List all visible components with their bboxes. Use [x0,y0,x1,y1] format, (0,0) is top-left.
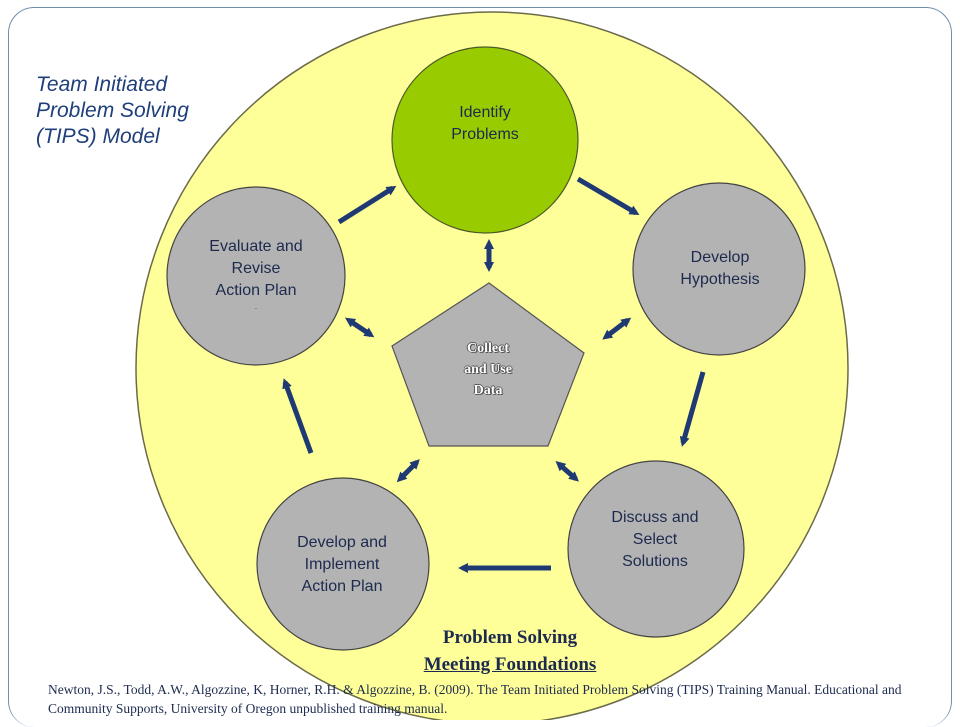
implement-line2: Implement [304,556,380,573]
implement-action-plan-node [256,477,430,651]
foundation-line1: Problem Solving [442,627,578,648]
arrow-evaluate-to-identify [337,185,397,225]
develop-hypothesis-node [632,182,806,356]
discuss-line3: Solutions [622,553,688,570]
identify-problems-label: Identify Problems [415,102,555,146]
double-arrow-implement-data [396,459,420,483]
double-arrow-discuss-data [555,461,580,482]
identify-line2: Problems [451,126,519,143]
double-arrow-evaluate-data [345,317,375,338]
hypothesis-line2: Hypothesis [680,271,760,288]
implement-line3: Action Plan [301,578,383,595]
diagram-title: Team Initiated Problem Solving (TIPS) Mo… [36,73,189,148]
center-line2: and Use [464,362,512,377]
evaluate-revise-label: Evaluate and Revise Action Plan . [186,236,326,312]
identify-line1: Identify [459,104,511,121]
center-line3: Data [473,383,503,398]
foundation-label: Problem Solving Meeting Foundations [380,624,640,678]
discuss-solutions-node [567,460,745,638]
citation-text: Newton, J.S., Todd, A.W., Algozzine, K, … [48,682,902,716]
evaluate-revise-node [166,186,346,366]
discuss-line1: Discuss and [611,509,699,526]
collect-data-label: Collect and Use Data [440,338,536,401]
arrow-implement-to-evaluate [282,378,314,454]
collect-data-pentagon [391,282,585,447]
develop-hypothesis-label: Develop Hypothesis [650,247,790,291]
evaluate-line1: Evaluate and [209,238,303,255]
arrow-identify-to-hypothesis [576,176,640,216]
double-arrow-hypothesis-data [602,317,632,340]
evaluate-line2: Revise [231,260,281,277]
hypothesis-line1: Develop [690,249,750,266]
implement-line1: Develop and [297,534,387,551]
foundation-line2: Meeting Foundations [423,654,597,675]
center-line1: Collect [467,341,509,356]
arrow-hypothesis-to-discuss [679,371,706,447]
evaluate-line3: Action Plan [215,282,297,299]
identify-problems-node [391,46,579,234]
discuss-line2: Select [632,531,678,548]
discuss-solutions-label: Discuss and Select Solutions [585,507,725,573]
implement-action-plan-label: Develop and Implement Action Plan [272,532,412,598]
evaluate-line4: . [254,302,258,311]
